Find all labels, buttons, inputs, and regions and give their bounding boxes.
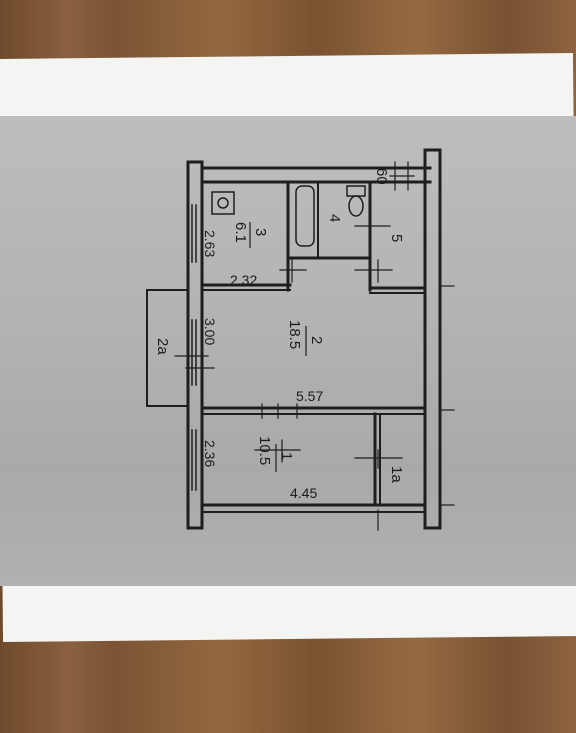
dim-2-36: 2.36 (202, 440, 218, 467)
dim-5-57: 5.57 (296, 388, 323, 404)
dim-2-32: 2.32 (230, 272, 257, 288)
room-1a-number: 1a (388, 466, 405, 483)
room-1-number: 1 (278, 452, 295, 460)
room-3-number: 3 (252, 228, 269, 236)
room-5-number: 5 (388, 234, 405, 242)
room-1-area: 10.5 (256, 436, 273, 465)
windows-left (191, 204, 197, 491)
stove-icon (211, 191, 235, 215)
wall-offset-label: 60 (373, 168, 390, 185)
dim-2-63: 2.63 (202, 230, 218, 257)
room-2a-number: 2a (154, 338, 171, 355)
dim-3-00: 3.00 (202, 318, 218, 345)
room-3-area: 6.1 (232, 222, 249, 243)
balcony-2a (146, 289, 189, 407)
bathtub-icon (295, 185, 315, 247)
room-4-number: 4 (326, 214, 343, 222)
room-2-area: 18.5 (286, 320, 303, 349)
room-2-number: 2 (308, 336, 325, 344)
toilet-icon (346, 185, 366, 197)
dim-4-45: 4.45 (290, 485, 317, 501)
dimension-ticks (174, 161, 455, 531)
